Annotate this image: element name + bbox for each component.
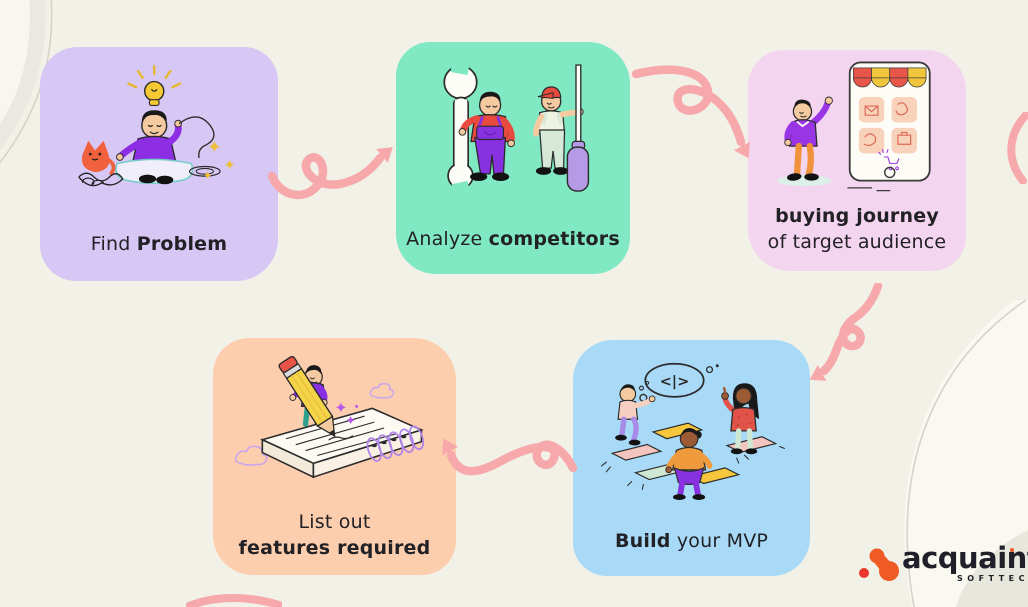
mechanic-left (458, 91, 515, 182)
step-label-analyze-competitors: Analyze competitors (406, 228, 620, 250)
logo-sub-text: SOFTTECH (957, 574, 1028, 583)
spiral-binding (366, 425, 424, 462)
cat-icon (81, 140, 116, 176)
sparkle-icons (335, 402, 358, 425)
step-card-build-mvp: <|> (573, 340, 810, 576)
find-problem-illustration (78, 65, 235, 187)
step-label-list-features: List out features required (238, 511, 431, 559)
step-label-buying-journey: buying journey of target audience (767, 205, 947, 253)
storefront-phone-icon (847, 61, 931, 192)
notebook-icon (259, 407, 424, 479)
arrow-find-problem-to-analyze-competitors (268, 147, 393, 200)
code-bubble-icon: <|> (633, 362, 719, 409)
tangled-yarn-doodle (78, 172, 124, 187)
list-features-illustration (234, 355, 424, 479)
pencil-icon (277, 355, 335, 438)
acquaint-softtech-logo: acquaint SOFTTECH (856, 543, 1028, 589)
wrench-icon (443, 56, 478, 198)
team-member-center (664, 428, 712, 500)
arrow-build-mvp-to-list-features (442, 438, 577, 476)
build-mvp-illustration: <|> (600, 362, 785, 500)
logo-brand-text: acquaint (902, 541, 1028, 575)
analyze-competitors-illustration (443, 56, 590, 198)
code-bubble-text: <|> (659, 373, 689, 390)
edge-squiggle-right (1007, 112, 1028, 184)
arrow-analyze-competitors-to-buying-journey (631, 65, 750, 159)
screwdriver-icon (566, 64, 590, 192)
step-card-find-problem: Find Problem (40, 47, 278, 281)
bulb-rays-icon (127, 65, 182, 89)
logo-i-dot (1010, 548, 1015, 552)
step-card-list-features: List out features required (213, 338, 456, 575)
waving-person (777, 96, 833, 187)
arrow-buying-journey-to-build-mvp (810, 283, 883, 381)
step-card-analyze-competitors: Analyze competitors (396, 42, 630, 274)
buying-journey-illustration (777, 61, 931, 192)
step-label-build-mvp: Build your MVP (614, 530, 769, 552)
step-card-buying-journey: buying journey of target audience (748, 50, 966, 271)
team-member-right (720, 383, 759, 455)
acquaint-logo-icon (859, 548, 899, 581)
edge-squiggle-bottom (186, 594, 282, 607)
step-label-find-problem: Find Problem (90, 233, 228, 255)
team-member-left (614, 381, 655, 446)
cloud-doodles (234, 382, 394, 466)
sparkle-icons (203, 140, 235, 179)
